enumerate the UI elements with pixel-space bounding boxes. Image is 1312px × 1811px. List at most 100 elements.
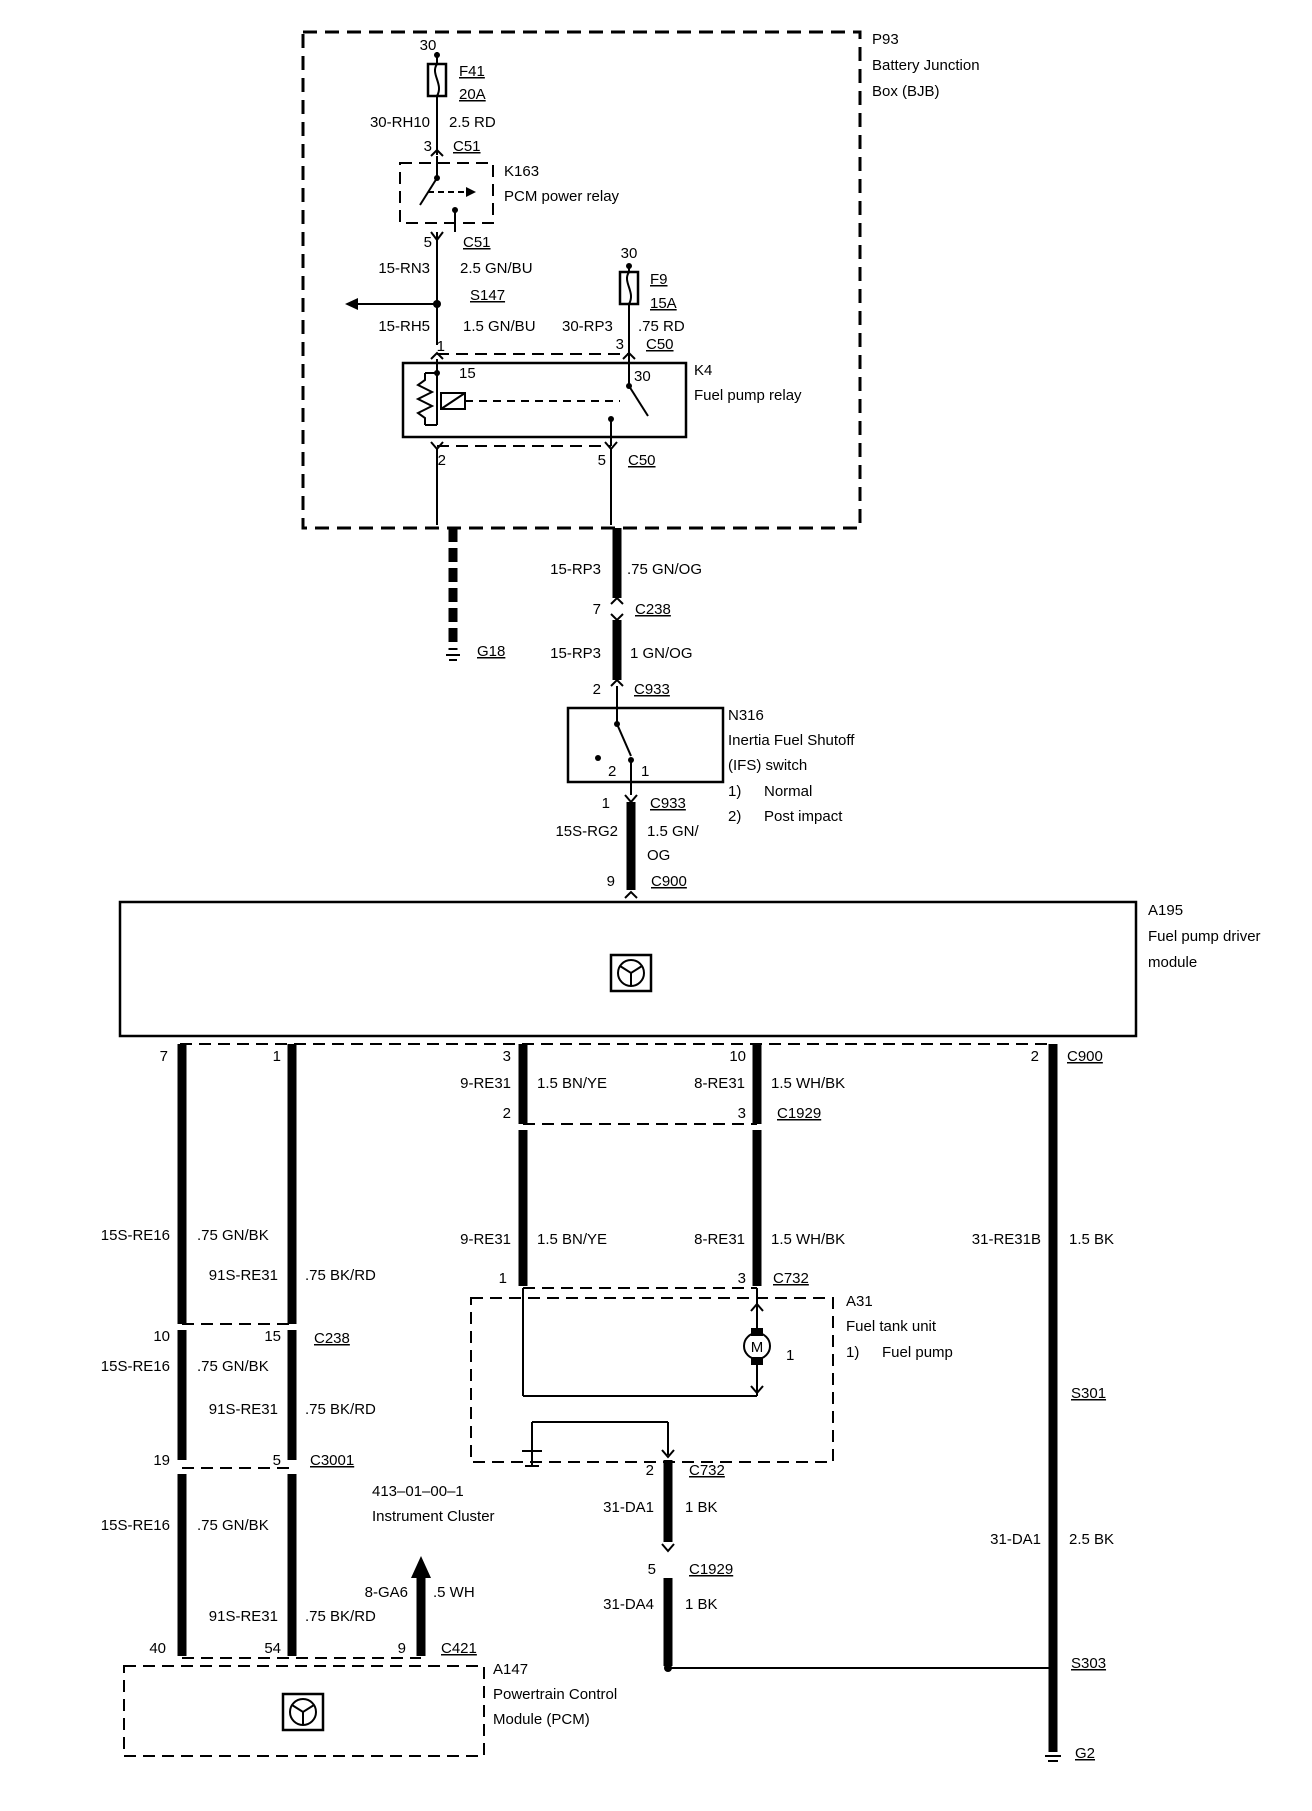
c1929-b-conn: C1929 [689,1561,733,1578]
wire-ga6-circuit: 8-GA6 [365,1584,408,1601]
c933-bottom-conn: C933 [650,795,686,812]
wire-8re31-b-circuit: 8-RE31 [694,1231,745,1248]
wire-rh5-circuit: 15-RH5 [378,318,430,335]
left-wire-c-c2: 91S-RE31 [209,1608,278,1625]
fpdm-name-line1: Fuel pump driver [1148,928,1261,945]
k163-conn-bottom: C51 [463,234,491,251]
wire-da4-spec: 1 BK [685,1596,718,1613]
wire-9re31-b-circuit: 9-RE31 [460,1231,511,1248]
k4-pin-2: 2 [438,452,446,469]
c238-b-conn: C238 [314,1330,350,1347]
left-wire-a-s1: .75 GN/BK [197,1227,269,1244]
fpdm-pin-2: 2 [1031,1048,1039,1065]
fpdm-box [118,900,1138,1038]
c933-top-conn: C933 [634,681,670,698]
fpdm-id: A195 [1148,902,1183,919]
splice-s147: S147 [470,287,505,304]
fuel-pump-motor-icon [743,1328,771,1365]
ifs-switch-icon [595,686,634,795]
fpdm-pin-10: 10 [729,1048,746,1065]
pcm-name-line2: Module (PCM) [493,1711,590,1728]
c3001-pin-19: 19 [153,1452,170,1469]
left-wire-b-c1: 15S-RE16 [101,1358,170,1375]
f9-id: F9 [650,271,668,288]
c238-bottom-icon [610,613,624,622]
fuel-pump-top-arrow-icon [750,1302,764,1312]
ifs-switch-pos-2: 2 [608,763,616,780]
left-wire-a-c1: 15S-RE16 [101,1227,170,1244]
k4-terminal-15: 15 [459,365,476,382]
fpdm-conn-bottom: C900 [1067,1048,1103,1065]
splice-s303-dot [1049,1664,1057,1672]
c51-connector-bottom-icon [430,231,444,242]
fuel-pump-motor-letter: M [751,1339,764,1356]
wire-rh10-spec: 2.5 RD [449,114,496,131]
wire-da1-right-spec: 2.5 BK [1069,1531,1114,1548]
c238-b-pin-15: 15 [264,1328,281,1345]
f41-feed-terminal [434,52,440,58]
c1929-b-pin: 5 [648,1561,656,1578]
ga6-arrow-icon [411,1556,431,1578]
splice-s301-dot [1049,1390,1057,1398]
c421-pin-40: 40 [149,1640,166,1657]
pcm-box [123,1665,485,1757]
bjb-id: P93 [872,31,899,48]
fuel-tank-internal-ground-icon [522,1421,675,1467]
fpdm-pin-3: 3 [503,1048,511,1065]
c421-pin-54: 54 [264,1640,281,1657]
wire-re31b-circuit: 31-RE31B [972,1231,1041,1248]
left-wire-a-c2: 91S-RE31 [209,1267,278,1284]
c1929-b-icon [661,1543,675,1553]
c51-connector-top-icon [430,148,444,157]
fuel-tank-box [470,1297,834,1463]
c1929-a-pin-3: 3 [738,1105,746,1122]
c732-b-pin: 2 [646,1462,654,1479]
bjb-name-line2: Box (BJB) [872,83,940,100]
c933-bottom-pin: 1 [602,795,610,812]
c900-top-icon [624,890,638,899]
c3001-pin-5: 5 [273,1452,281,1469]
s147-branch-arrow-icon [345,298,358,310]
k4-conn-bottom: C50 [628,452,656,469]
k4-contact-icon [608,380,649,446]
wire-da1-circuit: 31-DA1 [603,1499,654,1516]
wire-9re31-a-circuit: 9-RE31 [460,1075,511,1092]
ifs-option1-num: 1) [728,783,741,800]
ifs-option2: Post impact [764,808,843,825]
c732-pin-1: 1 [499,1270,507,1287]
c238-top-icon [610,596,624,605]
left-wire-b-s2: .75 BK/RD [305,1401,376,1418]
wire-8re31-a-circuit: 8-RE31 [694,1075,745,1092]
wire-da1-spec: 1 BK [685,1499,718,1516]
c933-bottom-icon [624,794,638,804]
ifs-id: N316 [728,707,764,724]
f41-id: F41 [459,63,485,80]
k4-pin-3: 3 [616,336,624,353]
k4-pin-5: 5 [598,452,606,469]
fuse-f9-icon [618,270,640,306]
left-wire-c-s1: .75 GN/BK [197,1517,269,1534]
bjb-name-line1: Battery Junction [872,57,980,74]
k163-pin-5: 5 [424,234,432,251]
wire-rp3-top-spec: .75 RD [638,318,685,335]
ground-g18: G18 [477,643,505,660]
k163-switch-icon [419,156,476,232]
fuel-tank-id: A31 [846,1293,873,1310]
left-wire-a-s2: .75 BK/RD [305,1267,376,1284]
wire-rh5-spec: 1.5 GN/BU [463,318,536,335]
f41-rating: 20A [459,86,486,103]
splice-s303: S303 [1071,1655,1106,1672]
fuel-tank-item: Fuel pump [882,1344,953,1361]
k163-relay-box [399,162,494,224]
wire-rp3-b-spec: 1 GN/OG [630,645,693,662]
k163-conn-top: C51 [453,138,481,155]
fuel-tank-name: Fuel tank unit [846,1318,937,1335]
ifs-name-line1: Inertia Fuel Shutoff [728,732,855,749]
ifs-name-line2: (IFS) switch [728,757,807,774]
wire-rp3-top-circuit: 30-RP3 [562,318,613,335]
f9-rating: 15A [650,295,677,312]
c3001-conn: C3001 [310,1452,354,1469]
wire-rn3-spec: 2.5 GN/BU [460,260,533,277]
f9-feed-label: 30 [621,245,638,262]
c50-pin3-icon [622,351,636,360]
